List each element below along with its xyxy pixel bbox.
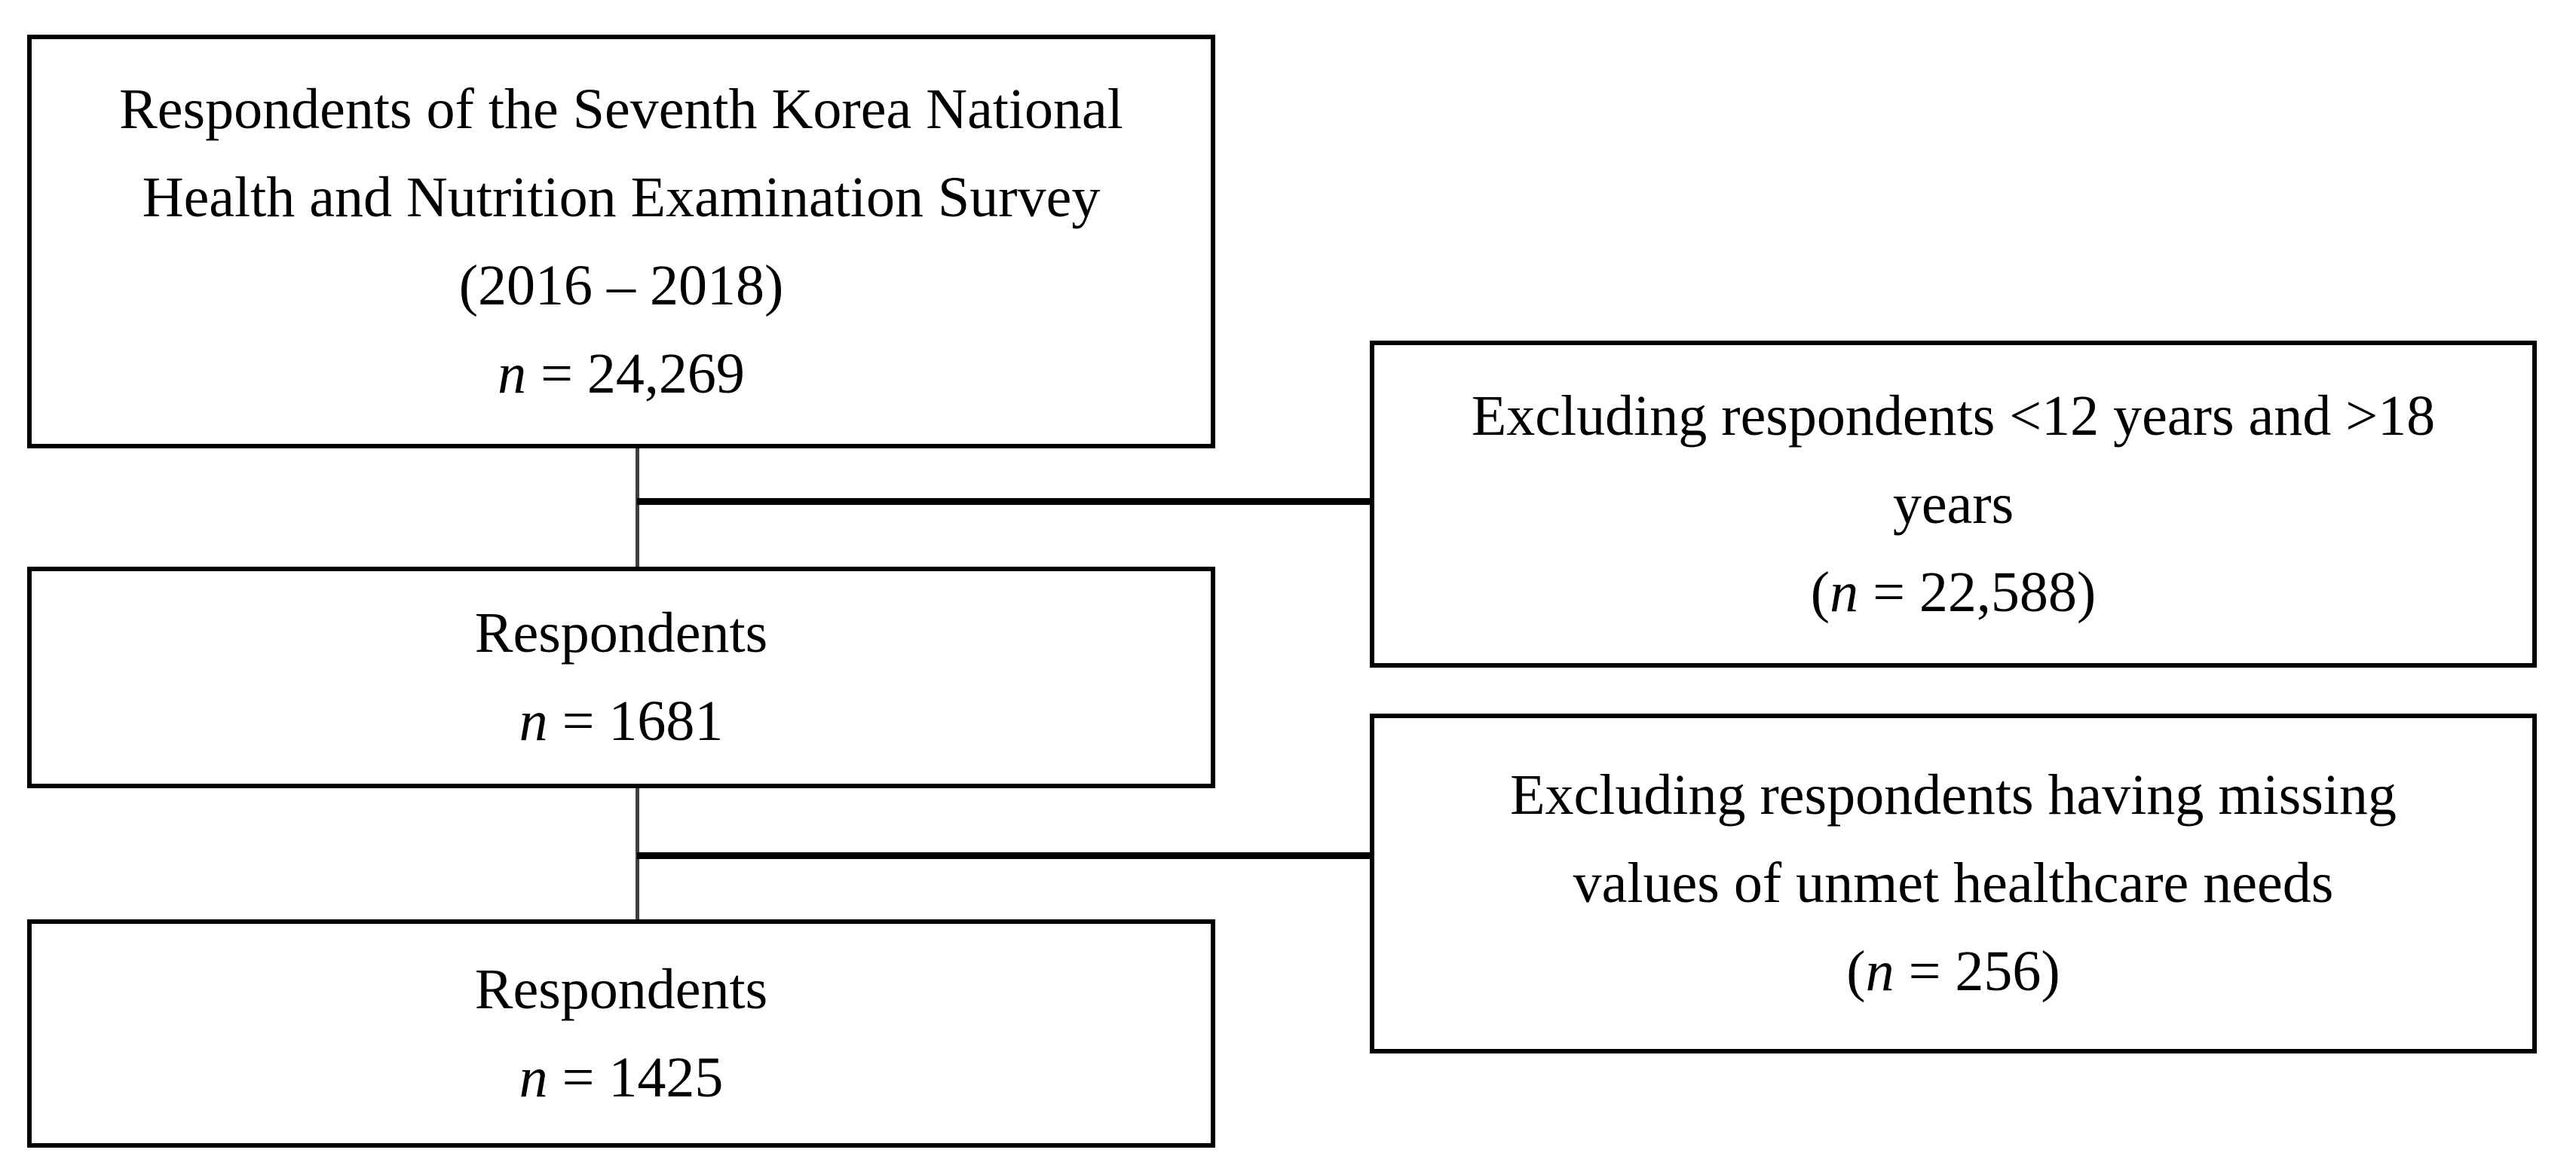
branch-line-exclusion-age xyxy=(637,498,1372,505)
box-exclusion-missing: Excluding respondents having missing val… xyxy=(1370,714,2537,1053)
n-symbol: n xyxy=(519,1045,548,1109)
exclusion-missing-line-1: Excluding respondents having missing xyxy=(1510,763,2397,827)
respondents-mid-sample-size: n = 1681 xyxy=(519,677,724,766)
n-pre: ( xyxy=(1810,560,1830,624)
respondents-mid-label: Respondents xyxy=(474,601,768,665)
exclusion-age-sample-size: (n = 22,588) xyxy=(1811,549,2096,637)
box-respondents-1681: Respondents n = 1681 xyxy=(27,567,1215,788)
respondents-final-sample-size: n = 1425 xyxy=(519,1034,724,1122)
n-value: = 256) xyxy=(1894,940,2060,1003)
n-symbol: n xyxy=(519,690,548,753)
exclusion-missing-sample-size: (n = 256) xyxy=(1846,928,2060,1016)
survey-years: (2016 – 2018) xyxy=(458,253,784,317)
box-exclusion-age: Excluding respondents <12 years and >18 … xyxy=(1370,341,2537,668)
respondents-final-label: Respondents xyxy=(474,957,768,1021)
n-symbol: n xyxy=(498,341,527,405)
n-symbol: n xyxy=(1830,560,1859,624)
exclusion-age-line-1: Excluding respondents <12 years and >18 xyxy=(1471,384,2436,448)
n-symbol: n xyxy=(1865,940,1894,1003)
branch-line-exclusion-missing xyxy=(637,852,1372,859)
survey-title-line-1: Respondents of the Seventh Korea Nationa… xyxy=(119,77,1123,141)
n-value: = 22,588) xyxy=(1858,560,2097,624)
survey-sample-size: n = 24,269 xyxy=(498,330,745,418)
exclusion-age-line-2: years xyxy=(1892,472,2014,536)
box-survey-respondents: Respondents of the Seventh Korea Nationa… xyxy=(27,35,1215,448)
n-pre: ( xyxy=(1846,940,1866,1003)
survey-title-line-2: Health and Nutrition Examination Survey xyxy=(142,165,1101,229)
n-value: = 1681 xyxy=(547,690,724,753)
exclusion-missing-line-2: values of unmet healthcare needs xyxy=(1573,852,2334,915)
box-respondents-1425: Respondents n = 1425 xyxy=(27,919,1215,1148)
n-value: = 24,269 xyxy=(526,341,745,405)
connector-vertical-1 xyxy=(636,448,639,569)
n-value: = 1425 xyxy=(547,1045,724,1109)
